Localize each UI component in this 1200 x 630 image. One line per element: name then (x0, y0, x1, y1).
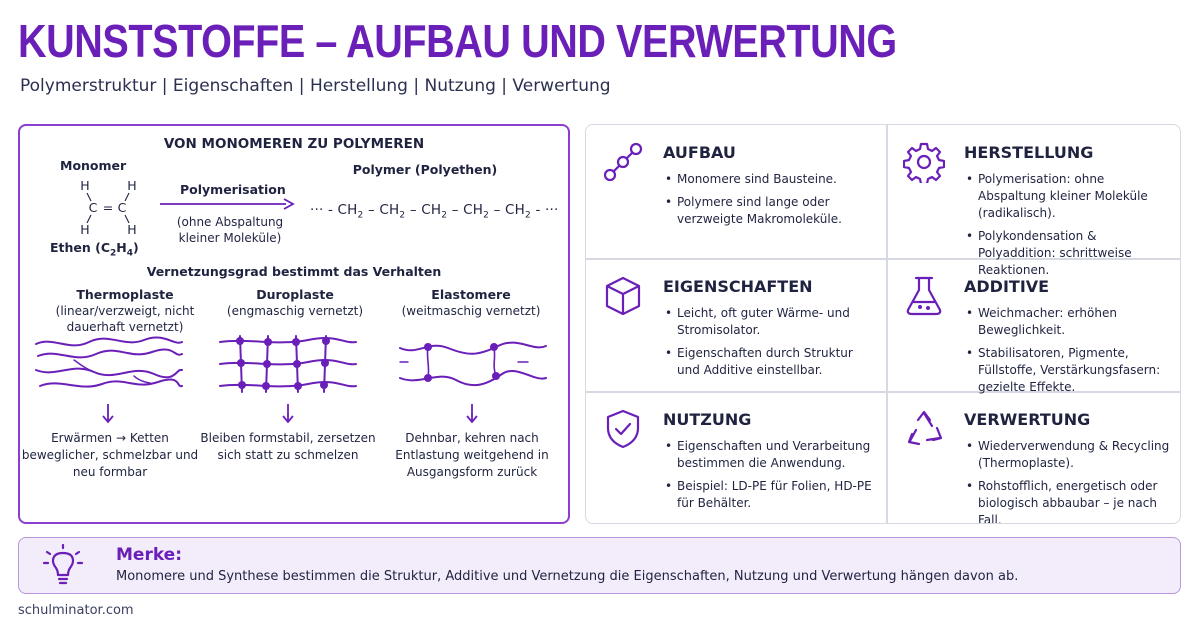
page-subtitle: Polymerstruktur | Eigenschaften | Herste… (20, 76, 611, 96)
thermoplaste-description: Erwärmen → Ketten beweglicher, schmelzba… (21, 431, 199, 479)
arrow-down-icon (466, 404, 478, 424)
list-item: Polymerisation: ohne Abspaltung kleiner … (964, 171, 1174, 222)
list-item: Beispiel: LD-PE für Folien, HD-PE für Be… (663, 478, 873, 512)
duroplaste-description: Bleiben formstabil, zersetzen sich statt… (200, 431, 376, 462)
card-additive: ADDITIVE Weichmacher: erhöhen Beweglichk… (887, 259, 1180, 394)
vernetzung-heading: Vernetzungsgrad bestimmt das Verhalten (146, 264, 442, 279)
flask-icon (906, 276, 942, 316)
double-bond: = (103, 200, 113, 215)
card-herstellung: HERSTELLUNG Polymerisation: ohne Abspalt… (887, 125, 1180, 277)
arrow-down-icon (282, 404, 294, 424)
card-title: EIGENSCHAFTEN (663, 277, 813, 296)
atom-c: C (89, 200, 98, 215)
list-item: Rohstofflich, energetisch oder biologisc… (964, 478, 1174, 523)
merke-title: Merke: (116, 545, 183, 565)
list-item: Polymere sind lange oder verzweigte Makr… (663, 194, 873, 228)
ethene-label: Ethen (C2H4) (50, 240, 139, 259)
thermoplaste-header: Thermoplaste (linear/verzweigt, nicht da… (55, 287, 195, 334)
duroplaste-header: Duroplaste (engmaschig vernetzt) (226, 287, 364, 318)
polymerisation-note: (ohne Abspaltung kleiner Moleküle) (176, 215, 284, 245)
card-list: Eigenschaften und Verarbeitung bestimmen… (663, 438, 873, 518)
duroplast-structure (219, 335, 357, 393)
list-item: Leicht, oft guter Wärme- und Stromisolat… (663, 305, 873, 339)
polymerisation-label: Polymerisation (180, 182, 286, 197)
list-item: Polykondensation & Polyaddition: schritt… (964, 228, 1174, 279)
merke-box: Merke: Monomere und Synthese bestimmen d… (18, 537, 1181, 594)
grid-divider (586, 258, 1180, 260)
cube-icon (605, 276, 641, 316)
card-verwertung: VERWERTUNG Wiederverwendung & Recycling … (887, 392, 1180, 523)
list-item: Wiederverwendung & Recycling (Thermoplas… (964, 438, 1174, 472)
atom-c: C (118, 200, 127, 215)
monomer-polymer-panel: VON MONOMEREN ZU POLYMEREN Monomer H H C… (18, 124, 570, 524)
ethene-structure: H H C = C H H (80, 178, 136, 237)
grid-divider (886, 125, 888, 523)
card-eigenschaften: EIGENSCHAFTEN Leicht, oft guter Wärme- u… (586, 259, 882, 392)
arrow-down-icon (102, 404, 114, 424)
elastomer-structure (399, 341, 547, 387)
gear-icon (903, 142, 945, 183)
atom-h: H (127, 222, 136, 237)
atom-h: H (127, 178, 136, 193)
card-aufbau: AUFBAU Monomere sind Bausteine. Polymere… (586, 125, 882, 258)
list-item: Eigenschaften durch Struktur und Additiv… (663, 345, 873, 379)
elastomere-header: Elastomere (weitmaschig vernetzt) (401, 287, 541, 318)
recycle-icon (907, 410, 943, 446)
grid-divider (586, 391, 1180, 393)
panel-heading: VON MONOMEREN ZU POLYMEREN (163, 136, 425, 152)
polyethene-chain: ··· - CH2 – CH2 – CH2 – CH2 – CH2 - ··· (310, 202, 559, 221)
elastomere-description: Dehnbar, kehren nach Entlastung weitgehe… (395, 431, 549, 479)
molecule-icon (603, 142, 643, 182)
topics-grid: AUFBAU Monomere sind Bausteine. Polymere… (585, 124, 1181, 524)
page-title: KUNSTSTOFFE – AUFBAU UND VERWERTUNG (18, 15, 897, 67)
card-title: NUTZUNG (663, 410, 752, 429)
card-title: AUFBAU (663, 143, 736, 162)
list-item: Weichmacher: erhöhen Beweglichkeit. (964, 305, 1174, 339)
shield-check-icon (606, 409, 640, 449)
card-title: ADDITIVE (964, 277, 1050, 296)
card-list: Polymerisation: ohne Abspaltung kleiner … (964, 171, 1174, 285)
card-list: Monomere sind Bausteine. Polymere sind l… (663, 171, 873, 234)
card-nutzung: NUTZUNG Eigenschaften und Verarbeitung b… (586, 392, 882, 523)
merke-text: Monomere und Synthese bestimmen die Stru… (116, 569, 1019, 584)
list-item: Stabilisatoren, Pigmente, Füllstoffe, Ve… (964, 345, 1174, 396)
card-list: Weichmacher: erhöhen Beweglichkeit. Stab… (964, 305, 1174, 402)
card-title: HERSTELLUNG (964, 143, 1094, 162)
list-item: Monomere sind Bausteine. (663, 171, 873, 188)
lightbulb-icon (42, 544, 84, 585)
arrow-right-icon (160, 198, 295, 210)
card-list: Leicht, oft guter Wärme- und Stromisolat… (663, 305, 873, 385)
monomer-label: Monomer (60, 158, 127, 173)
card-title: VERWERTUNG (964, 410, 1091, 429)
footer-source: schulminator.com (18, 603, 134, 618)
atom-h: H (80, 222, 89, 237)
atom-h: H (80, 178, 89, 193)
polymer-label: Polymer (Polyethen) (352, 162, 498, 177)
thermoplast-structure (35, 336, 183, 388)
list-item: Eigenschaften und Verarbeitung bestimmen… (663, 438, 873, 472)
card-list: Wiederverwendung & Recycling (Thermoplas… (964, 438, 1174, 523)
